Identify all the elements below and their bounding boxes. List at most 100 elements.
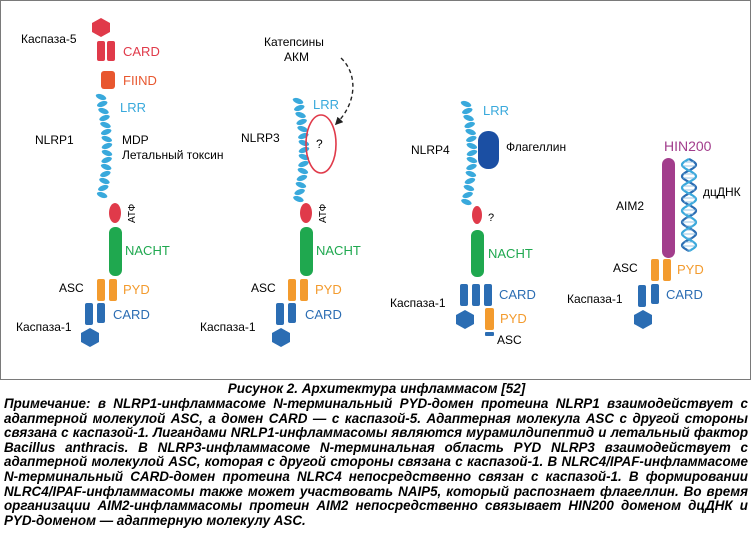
nlrp1-card2-label: CARD bbox=[113, 307, 150, 322]
nlrp4-card-block-c bbox=[484, 284, 492, 306]
aim2-inflammasome: HIN200 дцДНК AIM2 ASC PYD CARD Каспаза-1 bbox=[567, 138, 741, 329]
nlrp3-atp-label: АТФ bbox=[318, 203, 329, 223]
lrr-repeat bbox=[99, 177, 110, 185]
nlrp1-card-label: CARD bbox=[123, 44, 160, 59]
nlrp3-card-label: CARD bbox=[305, 307, 342, 322]
nlrp3-lrr-coil bbox=[292, 97, 310, 203]
lrr-repeat bbox=[296, 174, 308, 182]
nlrp4-question-mark: ? bbox=[488, 212, 494, 224]
aim2-card-label: CARD bbox=[666, 287, 703, 302]
inflammasome-diagram: Каспаза-5 CARD FIIND LRR NLRP1 MDP Летал… bbox=[16, 18, 741, 347]
lrr-repeat bbox=[97, 100, 108, 108]
nlrp1-atp-site bbox=[109, 203, 121, 223]
nlrp3-question-mark: ? bbox=[316, 137, 323, 151]
lrr-repeat bbox=[466, 135, 477, 143]
nlrp1-fiind-label: FIIND bbox=[123, 73, 157, 88]
nlrp4-nacht-domain bbox=[471, 230, 484, 277]
flagellin-label: Флагеллин bbox=[506, 140, 566, 154]
nlrp1-lrr-label: LRR bbox=[120, 100, 146, 115]
nlrp3-lrr-label: LRR bbox=[313, 97, 339, 112]
aim2-asc-pyd-block bbox=[651, 259, 659, 281]
nlrp1-atp-label: АТФ bbox=[127, 203, 138, 223]
nlrp3-nacht-label: NACHT bbox=[316, 243, 361, 258]
lrr-repeat bbox=[100, 163, 112, 171]
nlrp4-asc-card-block bbox=[485, 332, 494, 336]
nlrp3-asc-pyd-block bbox=[288, 279, 296, 301]
nlrp1-fiind-domain bbox=[101, 71, 115, 89]
lrr-repeat bbox=[462, 107, 473, 115]
nlrp3-asc-card-block bbox=[288, 303, 296, 323]
lrr-repeat bbox=[292, 97, 304, 105]
nlrp3-asc-label: ASC bbox=[251, 281, 276, 295]
nlrp1-asc-pyd-block bbox=[97, 279, 105, 301]
nlrp3-inflammasome: Катепсины АКМ LRR NLRP3 ? АТФ NACHT ASC … bbox=[200, 35, 361, 347]
nlrp1-pyd-label: PYD bbox=[123, 282, 150, 297]
nlrp1-pyd-block bbox=[109, 279, 117, 301]
nlrp1-asc-label: ASC bbox=[59, 281, 84, 295]
nlrp4-nacht-label: NACHT bbox=[488, 246, 533, 261]
lrr-repeat bbox=[98, 184, 109, 192]
nlrp1-ligand-mdp: MDP bbox=[122, 133, 149, 147]
nlrp1-caspase1-hexagon bbox=[81, 328, 99, 347]
caspase5-hexagon bbox=[92, 18, 110, 37]
lrr-repeat bbox=[297, 167, 309, 175]
lrr-repeat bbox=[101, 156, 112, 164]
lrr-repeat bbox=[101, 149, 113, 157]
lrr-repeat bbox=[96, 191, 108, 199]
lrr-repeat bbox=[464, 177, 476, 185]
lrr-repeat bbox=[463, 114, 474, 122]
lrr-repeat bbox=[98, 107, 109, 115]
nlrp3-ligand-akm: АКМ bbox=[284, 50, 309, 64]
caspase5-label: Каспаза-5 bbox=[21, 32, 77, 46]
aim2-pyd-block bbox=[663, 259, 671, 281]
lrr-repeat bbox=[298, 139, 310, 147]
nlrp3-caspase1-label: Каспаза-1 bbox=[200, 320, 256, 334]
nlrp4-card-label: CARD bbox=[499, 287, 536, 302]
nlrp1-caspase1-label: Каспаза-1 bbox=[16, 320, 72, 334]
lrr-repeat bbox=[466, 142, 478, 150]
nlrp1-nacht-label: NACHT bbox=[125, 243, 170, 258]
lrr-repeat bbox=[466, 156, 478, 164]
aim2-caspase1-card-left bbox=[638, 285, 646, 307]
nlrp3-caspase1-card-left bbox=[276, 303, 284, 325]
nlrp4-atp-site bbox=[472, 206, 482, 224]
figure-caption: Рисунок 2. Архитектура инфламмасом [52] bbox=[227, 381, 526, 396]
aim2-hin200-domain bbox=[662, 158, 675, 258]
lrr-repeat bbox=[461, 198, 472, 206]
aim2-asc-label: ASC bbox=[613, 261, 638, 275]
nlrp3-ligand-cathepsins: Катепсины bbox=[264, 35, 324, 49]
nlrp3-ligand-pocket bbox=[305, 114, 337, 174]
lrr-repeat bbox=[465, 170, 477, 178]
nlrp3-nacht-domain bbox=[300, 227, 313, 276]
dsdna-helix bbox=[680, 158, 698, 252]
lrr-repeat bbox=[460, 100, 472, 108]
lrr-repeat bbox=[465, 128, 476, 136]
nlrp4-card-block-a bbox=[460, 284, 468, 306]
nlrp4-card-block-b bbox=[472, 284, 480, 306]
nlrp1-name-label: NLRP1 bbox=[35, 133, 74, 147]
nlrp4-pyd-label: PYD bbox=[500, 311, 527, 326]
lrr-repeat bbox=[462, 191, 473, 199]
lrr-repeat bbox=[101, 142, 113, 150]
nlrp3-pyd-block bbox=[300, 279, 308, 301]
nlrp3-atp-site bbox=[300, 203, 312, 223]
lrr-repeat bbox=[294, 188, 305, 196]
nlrp1-card-block-right bbox=[107, 41, 115, 61]
lrr-repeat bbox=[99, 114, 110, 122]
lrr-repeat bbox=[298, 146, 310, 154]
nlrp3-caspase1-hexagon bbox=[272, 328, 290, 347]
lrr-repeat bbox=[295, 181, 307, 189]
aim2-pyd-label: PYD bbox=[677, 262, 704, 277]
lrr-repeat bbox=[466, 163, 477, 171]
nlrp3-name-label: NLRP3 bbox=[241, 131, 280, 145]
aim2-name-label: AIM2 bbox=[616, 199, 644, 213]
nlrp1-inflammasome: Каспаза-5 CARD FIIND LRR NLRP1 MDP Летал… bbox=[16, 18, 223, 347]
nlrp4-caspase1-label: Каспаза-1 bbox=[390, 296, 446, 310]
nlrp1-nacht-domain bbox=[109, 227, 122, 276]
nlrp4-lrr-label: LRR bbox=[483, 103, 509, 118]
lrr-repeat bbox=[95, 93, 107, 101]
lrr-repeat bbox=[101, 135, 112, 143]
lrr-repeat bbox=[294, 104, 305, 112]
figure-note: Примечание: в NLRP1-инфламмасоме N-терми… bbox=[4, 396, 748, 528]
nlrp1-ligand-toxin: Летальный токсин bbox=[122, 148, 223, 162]
